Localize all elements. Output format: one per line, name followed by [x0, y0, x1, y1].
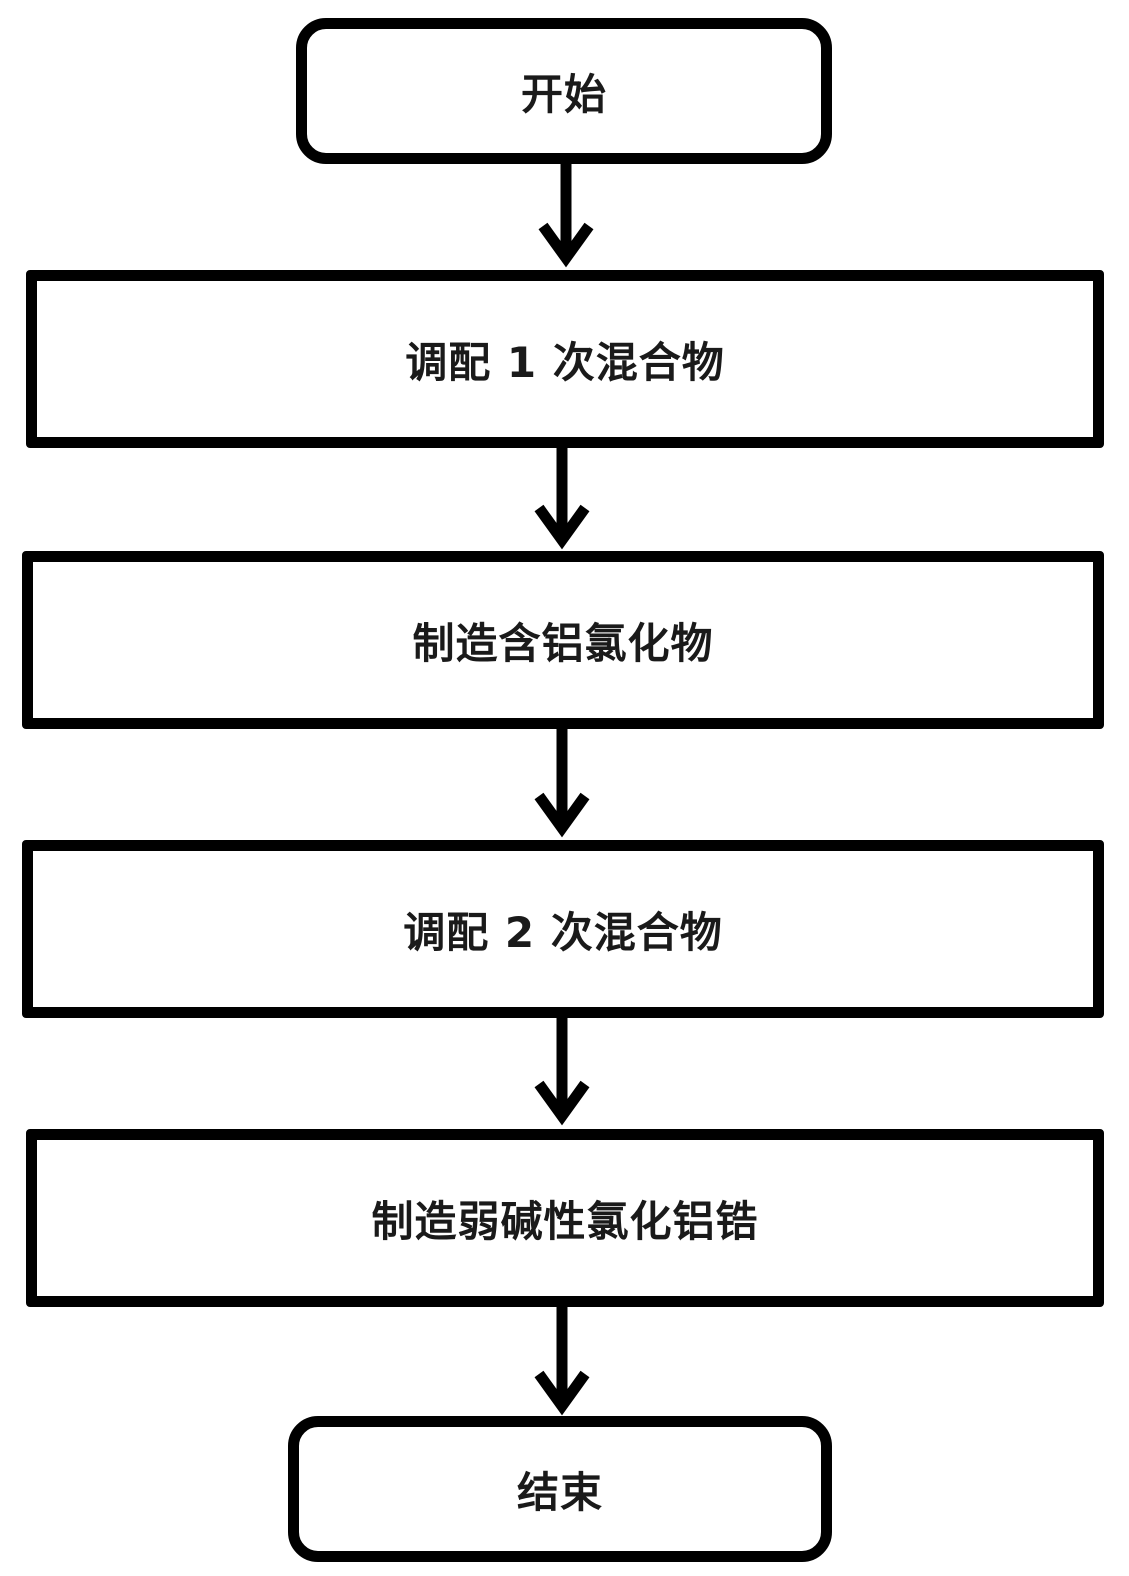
start-node: 开始 — [296, 18, 832, 164]
end-node: 结束 — [288, 1416, 832, 1562]
step-3-box: 调配 2 次混合物 — [22, 840, 1104, 1018]
arrow-step-4-to-end — [534, 1306, 590, 1416]
step-4-box: 制造弱碱性氯化铝锆 — [26, 1129, 1104, 1307]
end-node-label: 结束 — [516, 1467, 603, 1517]
step-2-box: 制造含铝氯化物 — [22, 551, 1104, 729]
arrow-step-3-to-step-4 — [534, 1017, 590, 1126]
step-4-label: 制造弱碱性氯化铝锆 — [371, 1196, 759, 1246]
arrow-start-to-step-1 — [538, 160, 594, 268]
step-3-label: 调配 2 次混合物 — [403, 907, 723, 957]
step-2-label: 制造含铝氯化物 — [412, 618, 714, 668]
start-node-label: 开始 — [520, 69, 607, 119]
step-1-label: 调配 1 次混合物 — [405, 337, 725, 387]
step-1-box: 调配 1 次混合物 — [26, 270, 1104, 448]
arrow-step-2-to-step-3 — [534, 727, 590, 838]
arrow-step-1-to-step-2 — [534, 446, 590, 550]
